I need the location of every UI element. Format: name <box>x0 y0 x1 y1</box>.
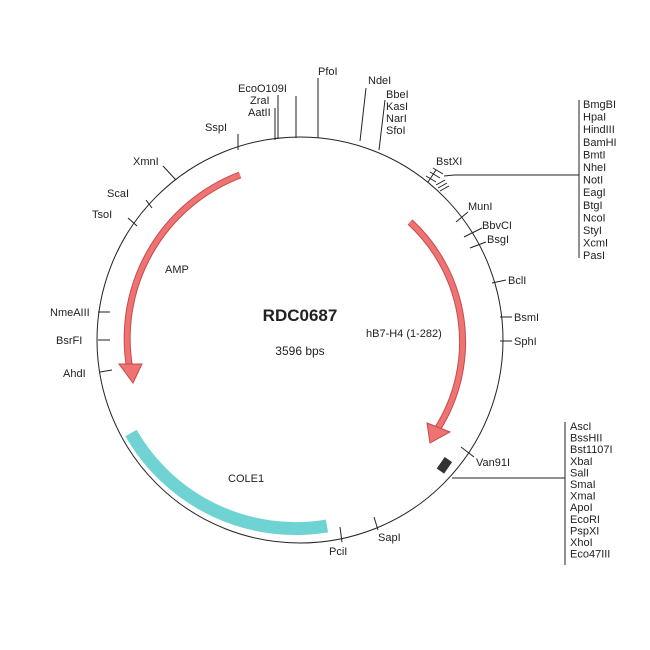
amp-feature: AMP <box>118 171 242 384</box>
mcs-site: NotI <box>583 175 603 187</box>
mcs-site: BmtI <box>583 149 606 161</box>
hb7-label: hB7-H4 (1-282) <box>366 328 442 340</box>
site-bsrfi: BsrFI <box>56 335 82 347</box>
cole1-feature: COLE1 <box>125 429 329 536</box>
mcs-site: SalI <box>570 467 589 479</box>
mcs-site: BmgBI <box>583 99 616 111</box>
hb7-feature: hB7-H4 (1-282) <box>366 219 467 444</box>
mcs-site: XmaI <box>570 491 596 503</box>
mcs-site: PasI <box>583 250 605 262</box>
site-sfoi: SfoI <box>386 125 406 137</box>
mcs-site: HindIII <box>583 124 615 136</box>
site-ndei: NdeI <box>368 75 391 87</box>
site-ahdi: AhdI <box>63 368 86 380</box>
mcs-site: BssHII <box>570 433 602 445</box>
site-labels: PfoI EcoO109I ZraI AatII NdeI BbeI KasI … <box>50 66 580 565</box>
plasmid-size: 3596 bps <box>275 344 324 358</box>
site-aatii: AatII <box>248 107 271 119</box>
mcs-site: XbaI <box>570 456 593 468</box>
mcs-site: Eco47III <box>570 549 610 561</box>
mcs-site: NcoI <box>583 212 606 224</box>
plasmid-name: RDC0687 <box>263 306 338 325</box>
site-bbvci: BbvCI <box>482 220 512 232</box>
site-bcli: BclI <box>508 275 526 287</box>
mcs-site: EcoRI <box>570 514 600 526</box>
backbone-circle <box>96 136 504 544</box>
site-van91i: Van91I <box>476 457 510 469</box>
site-nari: NarI <box>386 113 407 125</box>
site-tsoi: TsoI <box>92 209 112 221</box>
site-bsgi: BsgI <box>487 234 509 246</box>
site-zrai: ZraI <box>250 95 270 107</box>
mcs2-list: AscIBssHIIBst1107IXbaISalISmaIXmaIApoIEc… <box>570 421 613 561</box>
site-eco0109i: EcoO109I <box>238 83 287 95</box>
site-bstxi: BstXI <box>436 156 462 168</box>
mcs-site: EagI <box>583 187 606 199</box>
mcs-site: NheI <box>583 162 606 174</box>
mcs-site: SmaI <box>570 479 596 491</box>
site-muni: MunI <box>468 201 492 213</box>
site-bsmi: BsmI <box>514 312 539 324</box>
mcs-site: BamHI <box>583 137 617 149</box>
site-sspi: SspI <box>205 122 227 134</box>
mcs-site: Bst1107I <box>570 444 613 456</box>
site-pfoi: PfoI <box>318 66 338 78</box>
mcs-site: ApoI <box>570 502 593 514</box>
site-bbei: BbeI <box>386 89 409 101</box>
amp-label: AMP <box>165 264 189 276</box>
mcs-site: BtgI <box>583 200 603 212</box>
mcs-site: XcmI <box>583 238 608 250</box>
mcs-site: PspXI <box>570 525 599 537</box>
site-kasi: KasI <box>386 101 408 113</box>
mcs-site: AscI <box>570 421 591 433</box>
cole1-label: COLE1 <box>228 473 264 485</box>
site-nmeaiii: NmeAIII <box>50 307 90 319</box>
mcs-site: HpaI <box>583 112 606 124</box>
site-pcii: PciI <box>329 546 347 558</box>
site-sapi: SapI <box>378 532 401 544</box>
site-xmni: XmnI <box>133 156 159 168</box>
mcs1-list: BmgBIHpaIHindIIIBamHIBmtINheINotIEagIBtg… <box>583 99 617 262</box>
mcs-site: XhoI <box>570 537 593 549</box>
site-sphi: SphI <box>514 336 537 348</box>
mcs-site: StyI <box>583 225 602 237</box>
site-scai: ScaI <box>107 188 129 200</box>
